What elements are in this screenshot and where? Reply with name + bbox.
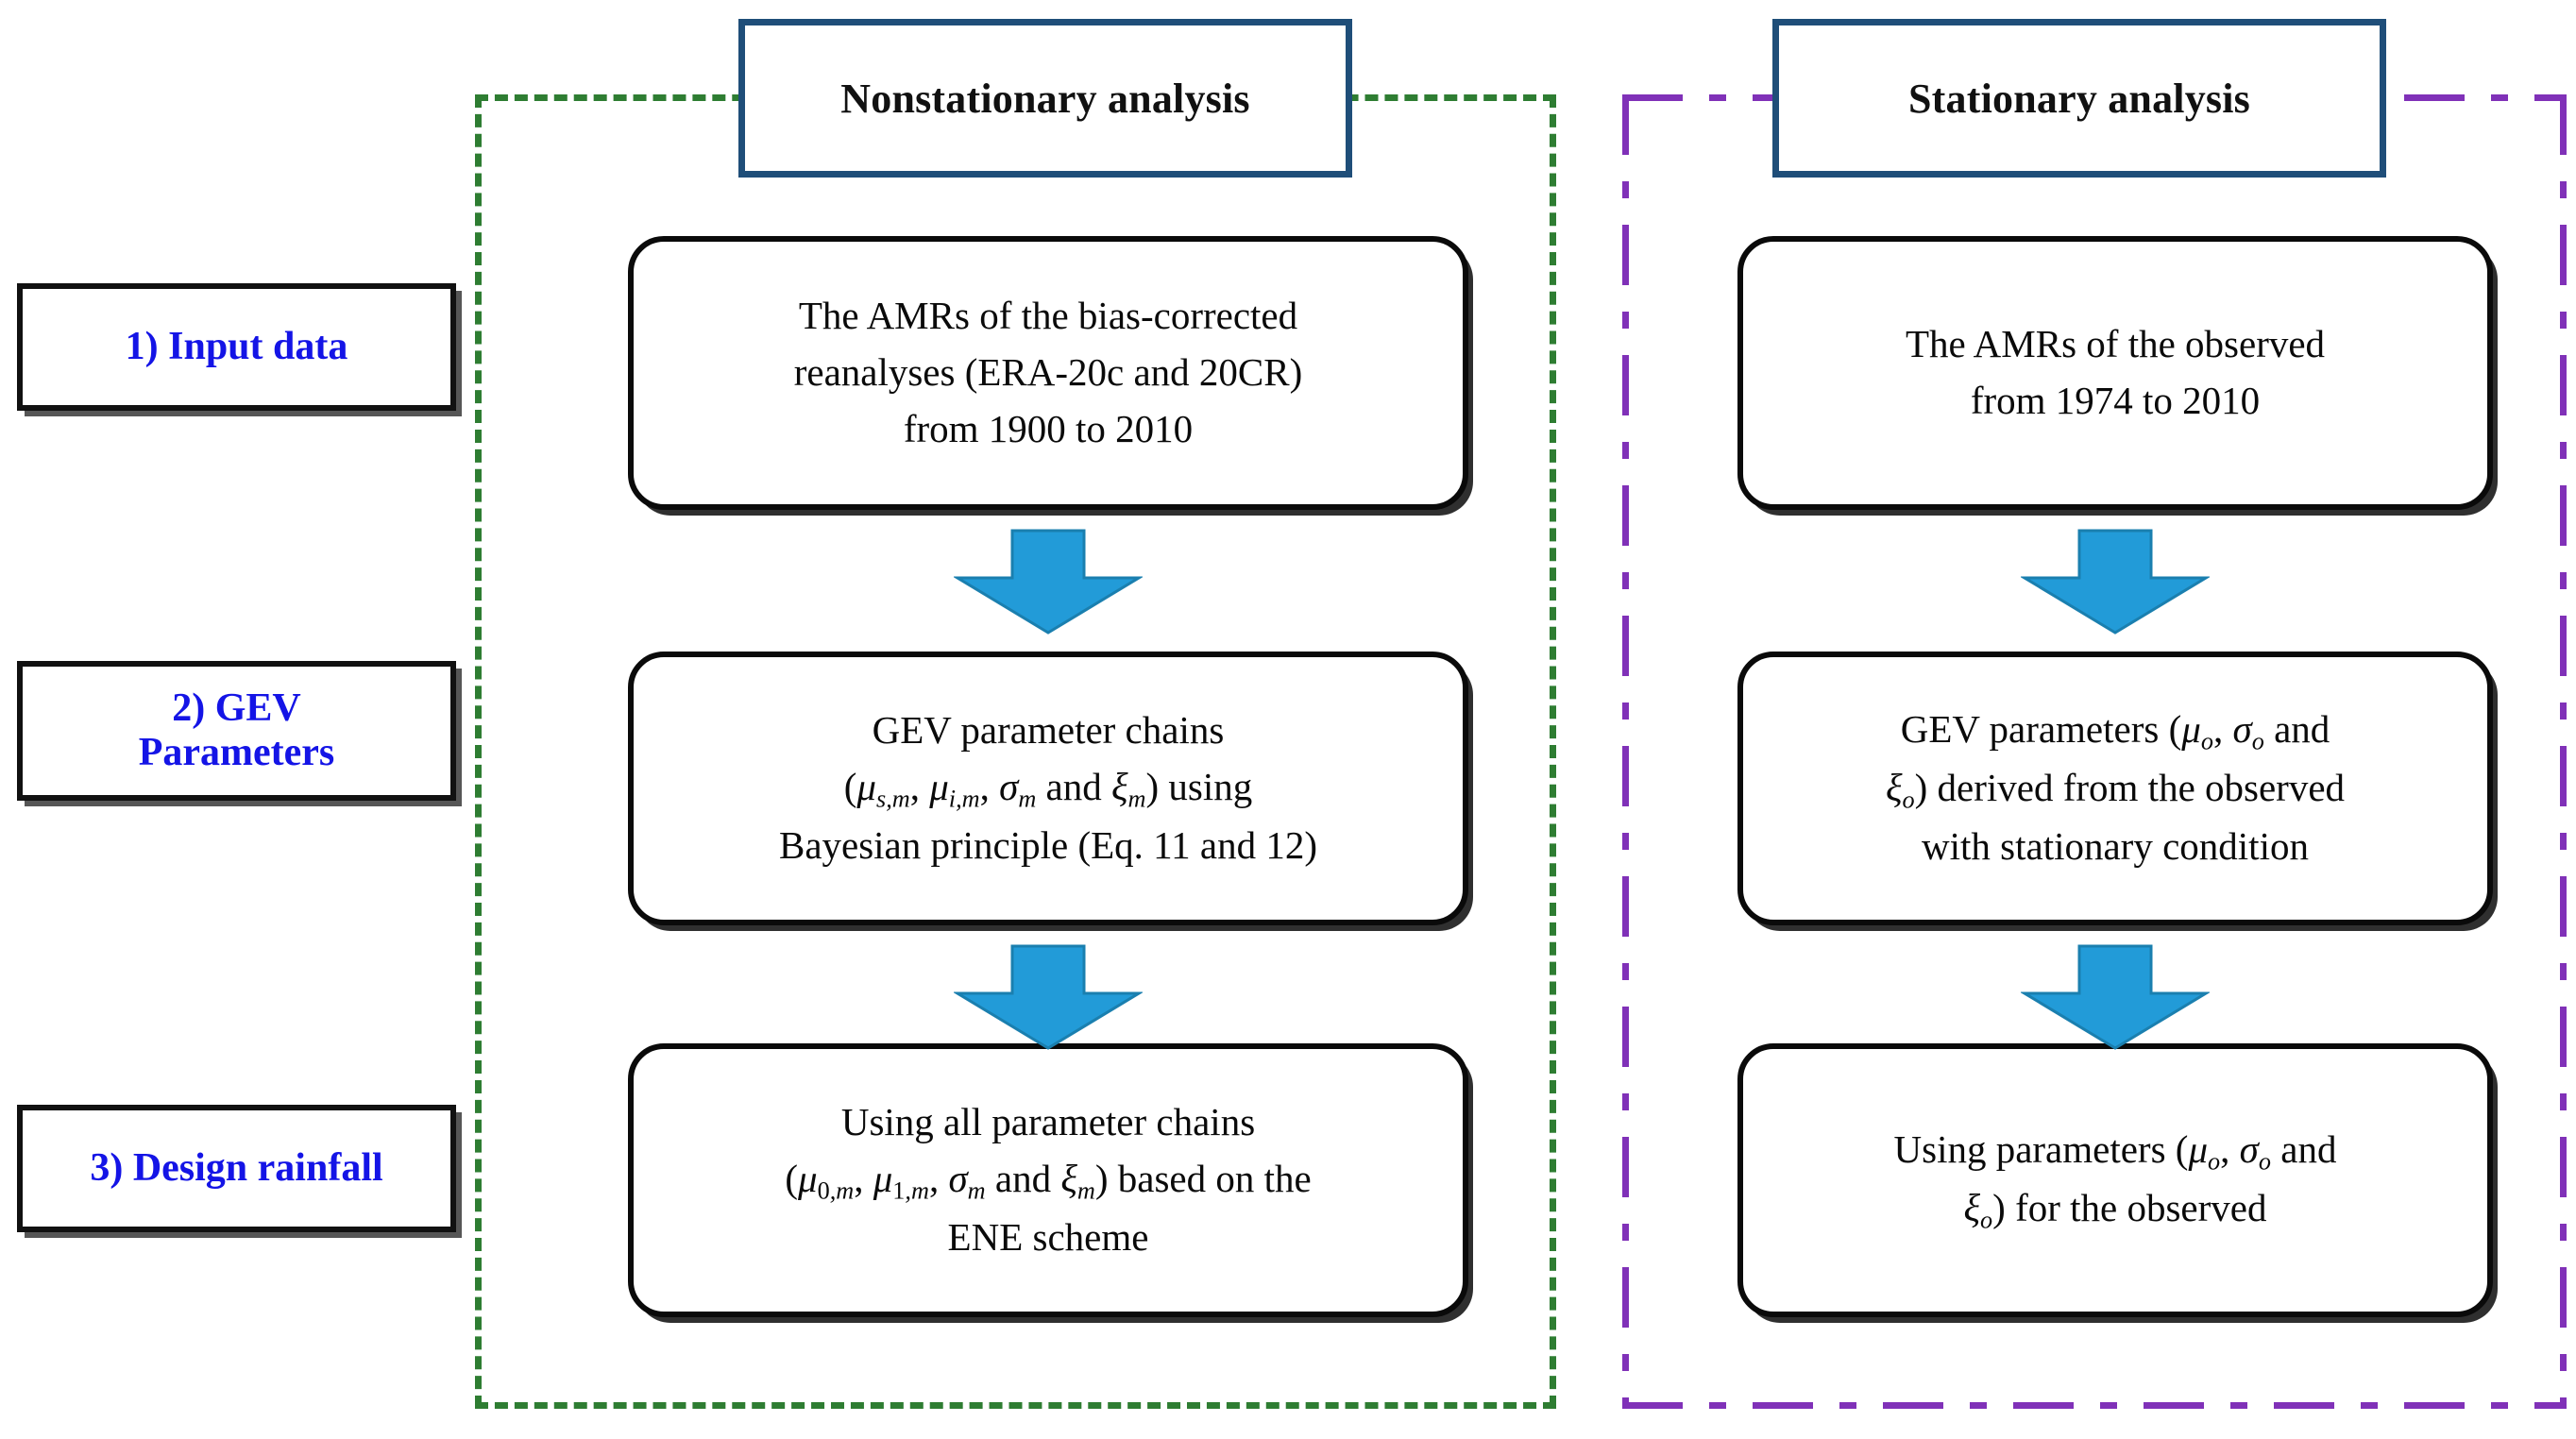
down-arrow-icon [2021, 529, 2210, 635]
process-box-text: Using parameters (μo, σo and ξo) for the… [1893, 1127, 2337, 1234]
stationary-frame-left-edge [1622, 94, 1629, 1409]
nonstationary-title-box: Nonstationary analysis [738, 19, 1352, 178]
stage-label-input-data: 1) Input data [17, 283, 456, 411]
process-box-ns-gev: GEV parameter chains (μs,m, μi,m, σm and… [628, 652, 1468, 925]
nonstationary-title-label: Nonstationary analysis [840, 75, 1250, 122]
process-box-st-input: The AMRs of the observed from 1974 to 20… [1737, 236, 2493, 510]
process-box-text: The AMRs of the bias-corrected reanalyse… [793, 294, 1303, 450]
down-arrow-icon [954, 944, 1143, 1050]
process-box-ns-input: The AMRs of the bias-corrected reanalyse… [628, 236, 1468, 510]
stage-label-text: 1) Input data [125, 324, 348, 368]
process-box-text: GEV parameter chains (μs,m, μi,m, σm and… [778, 708, 1318, 867]
stationary-title-label: Stationary analysis [1908, 75, 2250, 122]
process-box-st-gev: GEV parameters (μo, σo and ξo) derived f… [1737, 652, 2493, 925]
process-box-text: GEV parameters (μo, σo and ξo) derived f… [1885, 707, 2346, 868]
down-arrow-icon [2021, 944, 2210, 1050]
down-arrow-icon [954, 529, 1143, 635]
stationary-title-box: Stationary analysis [1772, 19, 2386, 178]
process-box-text: Using all parameter chains (μ0,m, μ1,m, … [785, 1100, 1312, 1259]
process-box-text: The AMRs of the observed from 1974 to 20… [1905, 322, 2326, 422]
stationary-frame-right-edge [2560, 94, 2567, 1409]
stage-label-text: 3) Design rainfall [90, 1145, 383, 1190]
stationary-frame-bottom-edge [1622, 1402, 2567, 1409]
process-box-st-design: Using parameters (μo, σo and ξo) for the… [1737, 1043, 2493, 1317]
stage-label-design-rainfall: 3) Design rainfall [17, 1105, 456, 1232]
process-box-ns-design: Using all parameter chains (μ0,m, μ1,m, … [628, 1043, 1468, 1317]
